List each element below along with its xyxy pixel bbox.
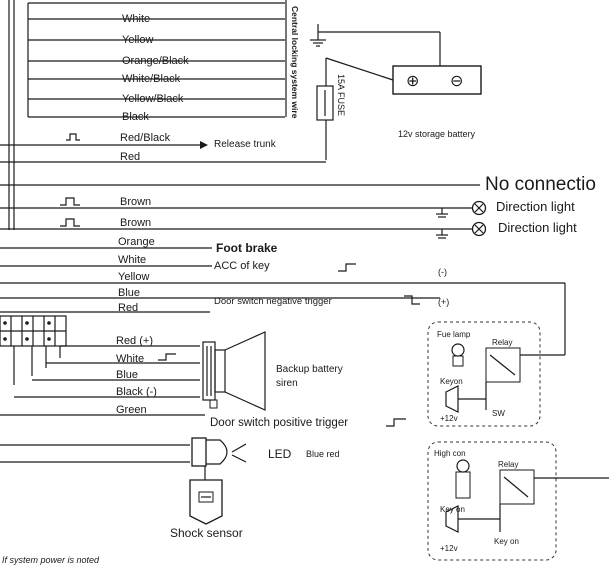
wire-label-orange-black: Orange/Black [122,55,189,67]
led-label: LED [268,447,292,461]
minus-label: (-) [438,267,447,277]
shock-sensor-label: Shock sensor [170,526,243,540]
direction-light-label-2: Direction light [498,220,577,235]
relay-box-2-lamp-label: High con [434,449,466,458]
pulse-symbol-brown-1 [60,197,80,206]
relay-box-1-sw-label: SW [492,409,505,418]
step-symbol-door-neg [404,295,420,305]
release-trunk-label: Release trunk [214,139,277,150]
door-positive-label: Door switch positive trigger [210,417,348,429]
wire-label-white-2: White [118,254,146,266]
siren-black-label: Black (-) [116,386,157,398]
siren-white-label: White [116,353,144,365]
step-symbol-siren [158,353,176,361]
central-lock-label: Central locking system wire [290,6,300,119]
siren-label-1: Backup battery [276,364,343,375]
wire-label-yellow-black: Yellow/Black [122,93,184,105]
no-connection-label: No connectio [485,174,596,195]
shock-sensor-icon [189,466,223,525]
acc-key-label: ACC of key [214,260,270,272]
relay-box-2-voltage-label: +12v [440,544,458,553]
relay-box-1 [427,321,565,427]
wire-label-red: Red [120,151,140,163]
ground-symbol-top [310,24,441,66]
wire-label-yellow-2: Yellow [118,271,149,283]
arrow-icon [200,141,208,149]
wire-label-green: Green [116,404,147,416]
pulse-symbol-trunk [66,133,80,141]
step-symbol-acc [338,263,356,272]
relay-box-1-lamp-label: Fue lamp [437,330,471,339]
relay-box-2-key-label: Key on [440,505,465,514]
siren-blue-label: Blue [116,369,138,381]
wire-label-brown-2: Brown [120,217,151,229]
relay-box-1-key-label: Keyon [440,377,463,386]
top-wire-group [27,2,285,118]
pulse-symbol-brown-2 [60,218,80,227]
connector-block [0,315,67,385]
ground-symbol-1 [436,208,448,218]
wire-label-yellow: Yellow [122,34,153,46]
wire-label-black: Black [122,111,149,123]
bulb-icon [471,221,487,237]
step-symbol-door-pos [386,418,406,427]
wire-label-white: White [122,13,150,25]
wire-label-white-black: White/Black [122,73,181,85]
fuse-label: 15A FUSE [336,74,346,116]
siren-label-2: siren [276,378,298,389]
wire-label-red-black: Red/Black [120,132,171,144]
battery-label: 12v storage battery [398,129,476,139]
relay-box-1-voltage-label: +12v [440,414,458,423]
siren-icon [202,331,266,411]
relay-box-2-relay-label: Relay [498,460,518,469]
wire-label-red-2: Red [118,302,138,314]
plus-label: (+) [438,297,449,307]
ground-symbol-2 [436,229,448,239]
battery-minus-icon: ⊖ [450,73,463,90]
wire-label-blue: Blue [118,287,140,299]
relay-box-2-sw-label: Key on [494,537,519,546]
led-icon [191,437,247,467]
led-wire-label: Blue red [306,449,340,459]
footer-note: If system power is noted [2,555,100,565]
relay-box-1-relay-label: Relay [492,338,512,347]
direction-light-label-1: Direction light [496,199,575,214]
door-negative-label: Door switch negative trigger [214,296,332,307]
siren-red-label: Red (+) [116,335,153,347]
wire-label-brown-1: Brown [120,196,151,208]
bulb-icon [471,200,487,216]
foot-brake-label: Foot brake [216,241,278,255]
relay-box-2 [427,441,609,561]
fuse [316,57,394,160]
wire-label-orange: Orange [118,236,155,248]
battery-plus-icon: ⊕ [406,73,419,90]
